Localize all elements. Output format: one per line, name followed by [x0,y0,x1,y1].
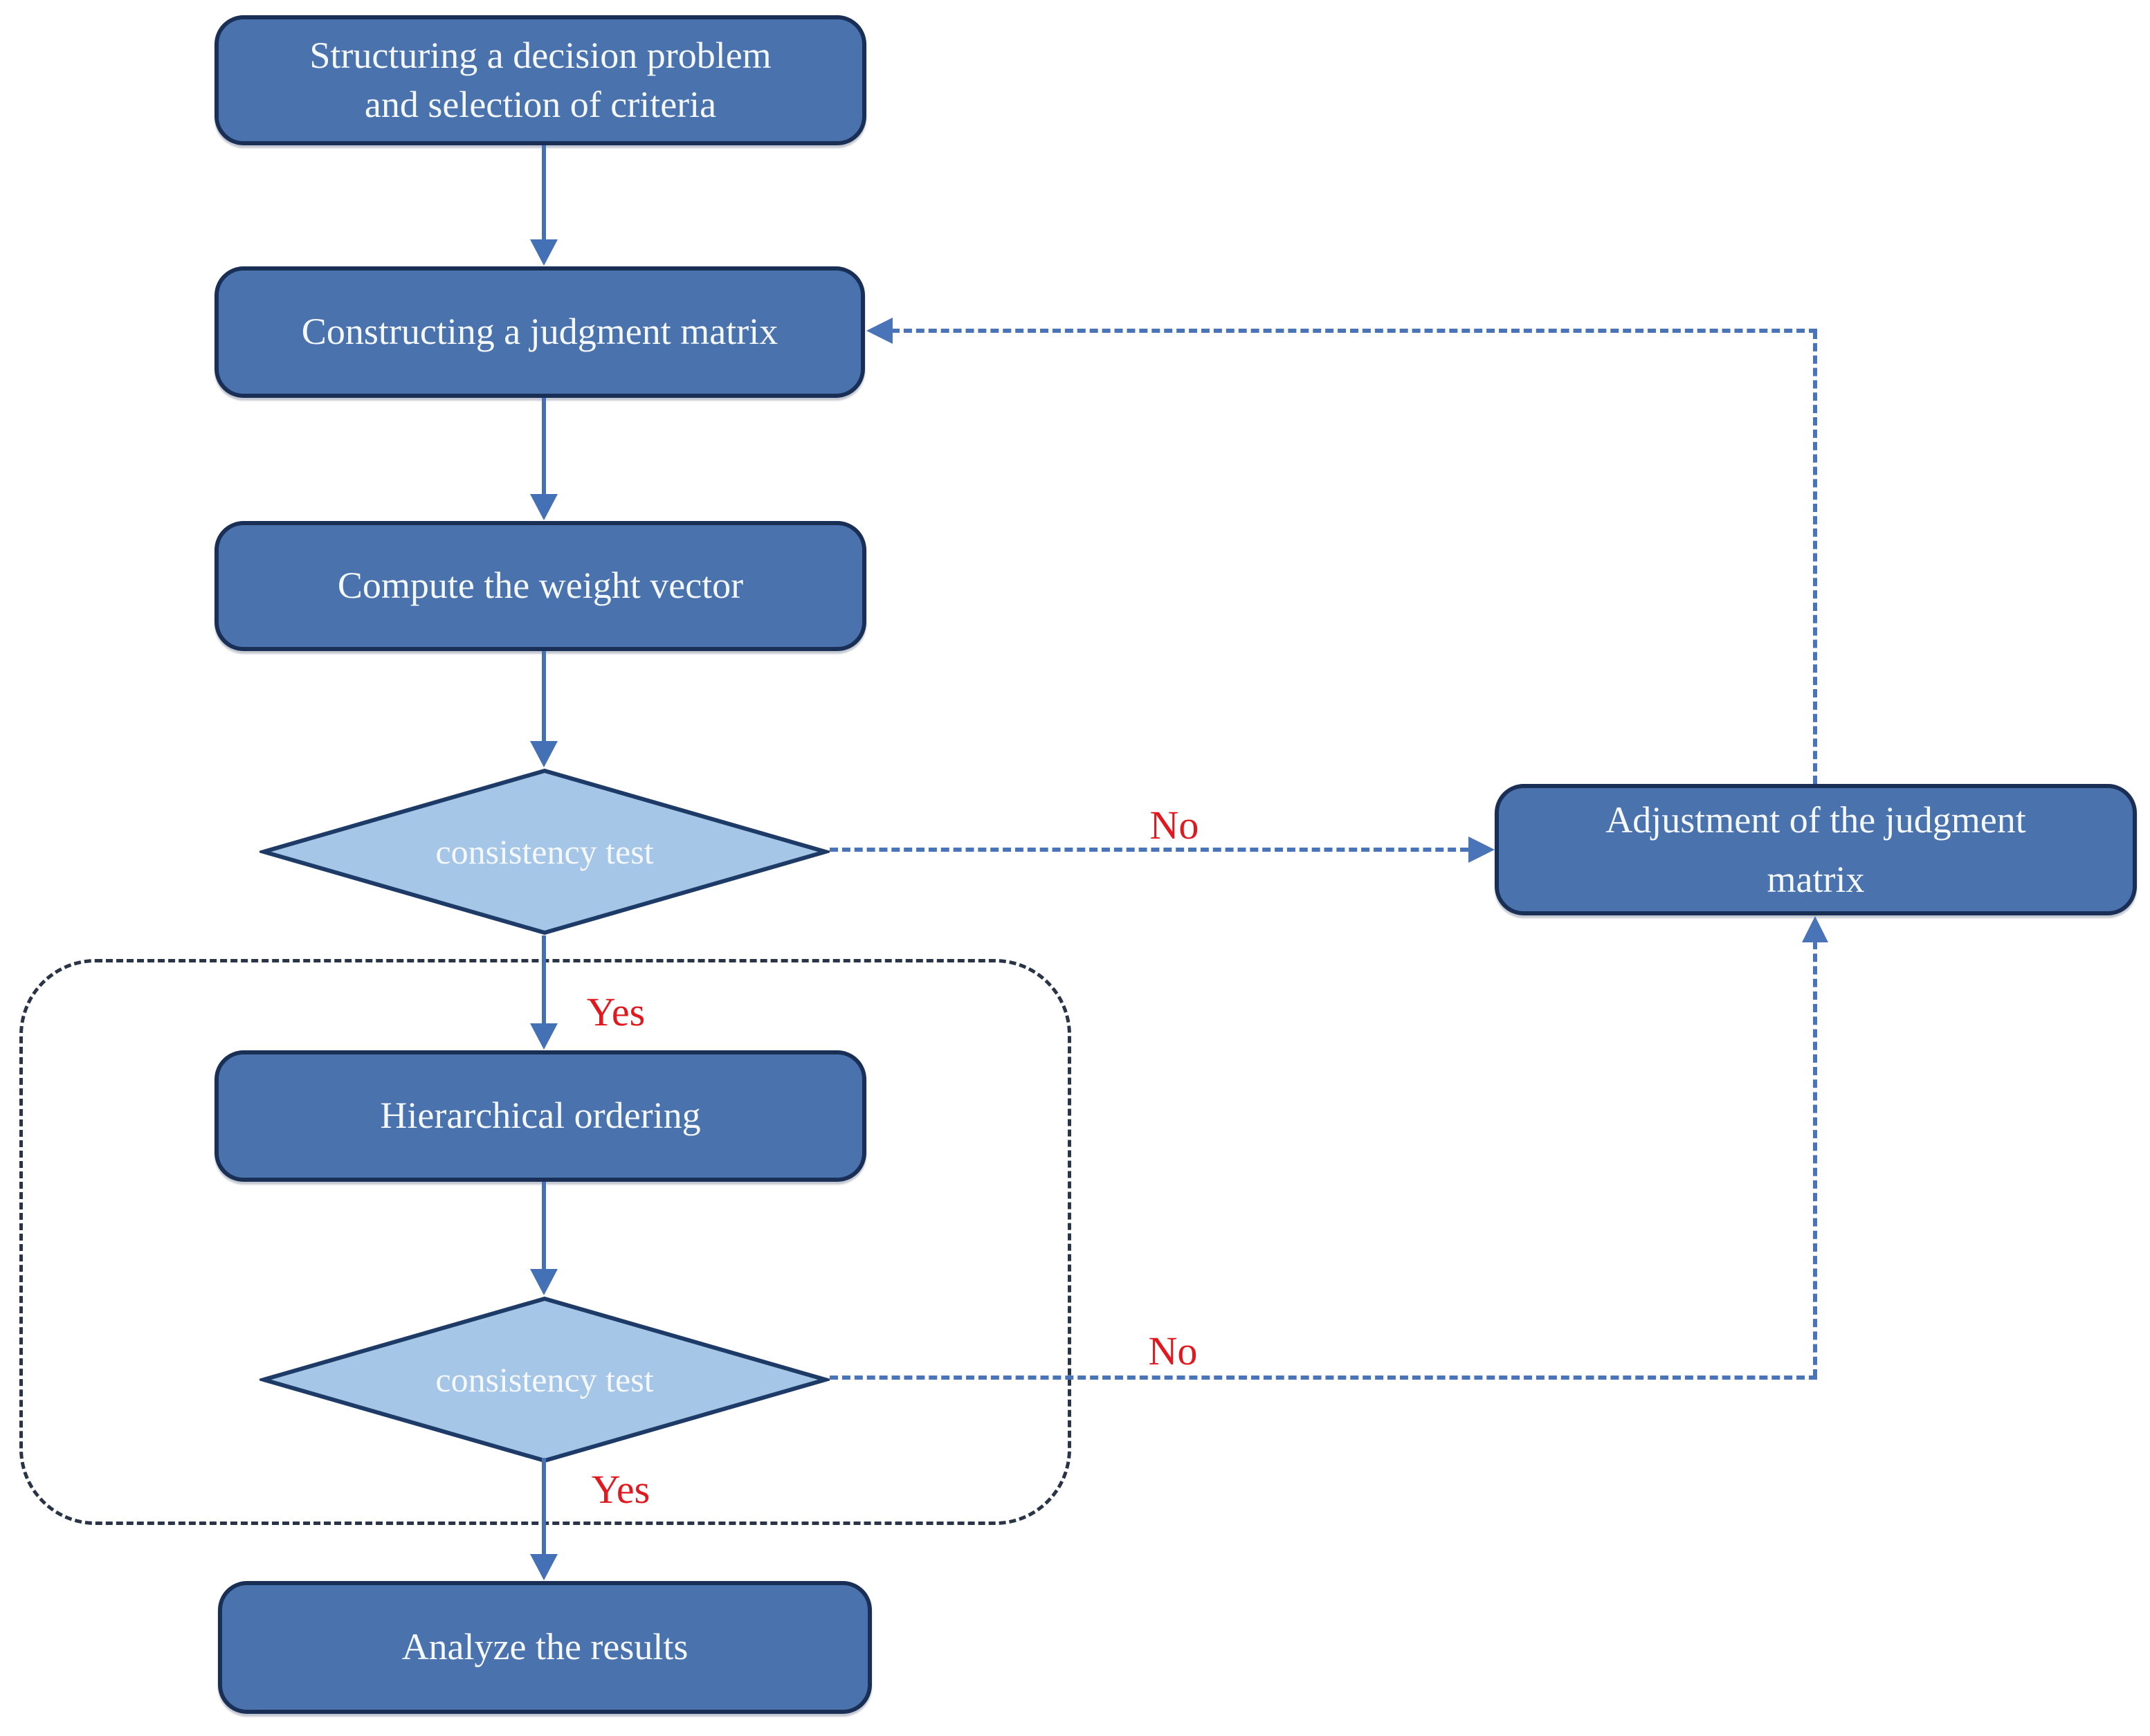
node-analyze-label: Analyze the results [401,1626,689,1668]
arrow-compute-to-consistency1 [542,651,546,743]
dashed-feedback-vertical [1813,331,1817,784]
node-hierarchical-label: Hierarchical ordering [380,1095,701,1137]
node-compute-weight-vector: Compute the weight vector [215,521,866,651]
node-consistency-test-2-label: consistency test [435,1360,654,1399]
dashed-no-connector-1 [830,848,1468,852]
arrow-constructing-to-compute [542,398,546,496]
arrowhead-left-icon [866,318,893,344]
node-analyze-results: Analyze the results [218,1581,872,1714]
node-adjustment-judgment-matrix: Adjustment of the judgment matrix [1495,784,2137,915]
node-consistency-test-1-label: consistency test [435,832,654,871]
arrowhead-down-icon [530,1554,558,1580]
node-structuring-label: Structuring a decision problem and selec… [309,34,772,125]
arrowhead-down-icon [530,1023,558,1050]
edge-label-yes-bottom: Yes [591,1467,650,1512]
edge-label-no-bottom: No [1148,1328,1198,1373]
diamond-shape-icon [259,768,830,935]
node-adjustment-label: Adjustment of the judgment matrix [1605,798,2026,900]
arrowhead-down-icon [530,741,558,767]
dashed-no-connector-2-vertical [1813,941,1817,1378]
arrowhead-down-icon [530,494,558,520]
arrowhead-down-icon [530,1269,558,1295]
node-consistency-test-2: consistency test [259,1296,830,1463]
node-compute-label: Compute the weight vector [337,565,744,607]
node-hierarchical-ordering: Hierarchical ordering [215,1050,866,1182]
node-structuring-decision-problem: Structuring a decision problem and selec… [215,15,866,145]
arrowhead-right-icon [1468,837,1495,863]
node-constructing-judgment-matrix: Constructing a judgment matrix [215,266,865,398]
arrow-structuring-to-constructing [542,145,546,242]
dashed-no-connector-2-horizontal [830,1376,1817,1380]
arrow-hierarchical-to-consistency2 [542,1182,546,1271]
dashed-feedback-horizontal [891,329,1817,333]
edge-label-no-top: No [1149,803,1199,848]
node-consistency-test-1: consistency test [259,768,830,935]
node-constructing-label: Constructing a judgment matrix [301,311,778,353]
arrow-consistency1-to-hierarchical [542,935,546,1025]
edge-label-yes-top: Yes [586,989,646,1034]
arrowhead-up-icon [1802,916,1828,942]
arrowhead-down-icon [530,239,558,266]
arrow-consistency2-to-analyze [542,1458,546,1556]
